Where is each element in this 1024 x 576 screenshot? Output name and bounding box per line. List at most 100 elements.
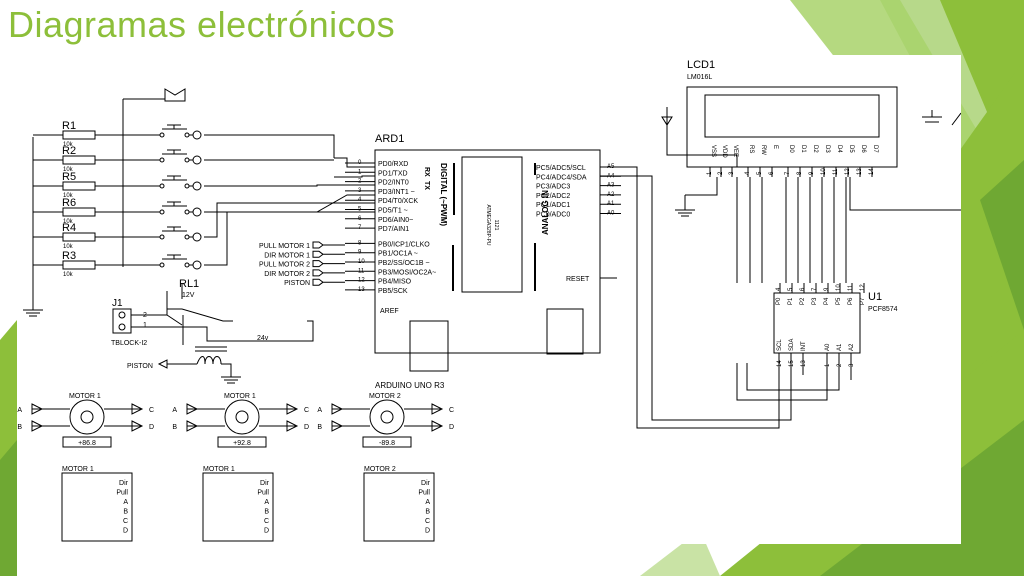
lcd-pin-name: RW bbox=[760, 145, 766, 155]
lcd-pin-number: 6 bbox=[769, 171, 775, 175]
rx-label: RX bbox=[423, 167, 430, 177]
expander-top-number: 12 bbox=[860, 284, 866, 291]
switch-contact bbox=[184, 183, 190, 189]
arduino-left-pin: PB0/ICP1/CLKO bbox=[378, 241, 430, 248]
motor-input-arrow bbox=[186, 403, 199, 432]
arduino-right-pin: PC4/ADC4/SDA bbox=[536, 174, 587, 181]
lcd-pin-name: D2 bbox=[812, 145, 818, 153]
motor-readout-box bbox=[217, 436, 267, 448]
arduino-right-pin: PC5/ADC5/SCL bbox=[536, 165, 586, 172]
controller-pin: C bbox=[264, 518, 269, 525]
controller-pin: C bbox=[425, 518, 430, 525]
arduino-left-pin: PD7/AIN1 bbox=[378, 226, 409, 233]
lcd-pin-name: VEE bbox=[732, 145, 738, 157]
controller-pin: Dir bbox=[260, 480, 270, 487]
ground-symbol bbox=[661, 107, 961, 217]
lcd-pin-name: D7 bbox=[872, 145, 878, 153]
controller-pin: B bbox=[123, 509, 128, 516]
switch-contact bbox=[159, 157, 165, 163]
arduino-left-pin: PB4/MISO bbox=[378, 279, 412, 286]
motor-symbol bbox=[224, 399, 260, 435]
lcd-pin-name: E bbox=[772, 145, 778, 149]
lcd-pin-number: 10 bbox=[821, 168, 827, 175]
arduino-left-pin: PD5/T1 ~ bbox=[378, 208, 408, 215]
controller-pin: A bbox=[264, 499, 269, 506]
resistor-ref: R6 bbox=[62, 197, 76, 209]
expander-top-number: 5 bbox=[788, 287, 794, 291]
expander-top-pin: P1 bbox=[788, 297, 794, 305]
lcd-pin-name: D3 bbox=[824, 145, 830, 153]
motor-name: MOTOR 2 bbox=[369, 393, 401, 400]
digital-label: DIGITAL (~PWM) bbox=[439, 163, 448, 226]
resistor bbox=[62, 260, 96, 270]
motor-input-arrow bbox=[131, 403, 144, 432]
lcd-pin-number: 1 bbox=[707, 171, 713, 175]
expander-bottom-pin: A0 bbox=[825, 343, 831, 351]
motor-readout-box bbox=[62, 436, 112, 448]
controller-pin: Dir bbox=[119, 480, 129, 487]
connector bbox=[192, 207, 202, 217]
lcd-pin-name: RS bbox=[748, 145, 754, 153]
expander-top-number: 6 bbox=[800, 287, 806, 291]
motor-input-arrow bbox=[31, 403, 44, 432]
motor-pin: C bbox=[449, 407, 454, 414]
controller-title: MOTOR 2 bbox=[364, 466, 396, 473]
connector bbox=[192, 260, 202, 270]
push-switch bbox=[162, 226, 187, 232]
lcd-pin-name: D0 bbox=[788, 145, 794, 153]
expander-bottom-number: 1 bbox=[825, 363, 831, 367]
controller-box bbox=[202, 472, 274, 542]
lcd-pin-name: D5 bbox=[848, 145, 854, 153]
lcd-pin-number: 13 bbox=[857, 168, 863, 175]
motor-reading: +92.8 bbox=[233, 440, 251, 447]
arduino-left-pin: PB3/MOSI/OC2A~ bbox=[378, 269, 436, 276]
motor-input-arrow bbox=[286, 403, 299, 432]
expander-bottom-pin: INT bbox=[801, 341, 807, 351]
analog-label: ANALOG IN bbox=[541, 190, 550, 235]
expander-bottom-pin: SDA bbox=[789, 339, 795, 351]
resistor bbox=[62, 130, 96, 140]
controller-box bbox=[61, 472, 133, 542]
arduino-left-pin: PD1/TXD bbox=[378, 170, 408, 177]
power-jack bbox=[546, 308, 584, 355]
switch-contact bbox=[184, 209, 190, 215]
arduino-right-pin: PC1/ADC1 bbox=[536, 202, 570, 209]
push-switch bbox=[162, 175, 187, 181]
expander-bottom-number: 13 bbox=[801, 360, 807, 367]
arduino-left-pin: PD4/T0/XCK bbox=[378, 198, 418, 205]
controller-pin: Pull bbox=[257, 490, 269, 497]
signal-label: PULL MOTOR 2 bbox=[259, 262, 310, 269]
arduino-left-pin: PD3/INT1 ~ bbox=[378, 189, 415, 196]
arduino-name: ARDUINO UNO R3 bbox=[375, 381, 445, 390]
controller-pin: D bbox=[425, 528, 430, 535]
atmega-chip bbox=[461, 156, 523, 293]
lcd-ref: LCD1 bbox=[687, 59, 715, 71]
resistor bbox=[62, 181, 96, 191]
motor-input-arrow bbox=[431, 403, 444, 432]
arduino-right-pin: PC3/ADC3 bbox=[536, 184, 570, 191]
motor-pin: C bbox=[304, 407, 309, 414]
tx-label: TX bbox=[423, 181, 430, 190]
motor-pin: B bbox=[172, 424, 177, 431]
signal-label: PISTON bbox=[284, 280, 310, 287]
controller-pin: Pull bbox=[116, 490, 128, 497]
resistor-value: 10k bbox=[63, 272, 74, 278]
resistor-value: 10k bbox=[63, 167, 74, 173]
arduino-right-pin: PC2/ADC2 bbox=[536, 193, 570, 200]
expander-top-pin: P3 bbox=[812, 297, 818, 305]
motor-pin: D bbox=[449, 424, 454, 431]
controller-pin: Dir bbox=[421, 480, 431, 487]
relay-voltage: 12V bbox=[182, 292, 195, 299]
expander-top-number: 9 bbox=[824, 287, 830, 291]
resistor-ref: R4 bbox=[62, 222, 76, 234]
signal-label: DIR MOTOR 2 bbox=[264, 271, 310, 278]
motor-pin: A bbox=[172, 407, 177, 414]
expander-bottom-number: 14 bbox=[777, 360, 783, 367]
motor-pin: A bbox=[317, 407, 322, 414]
lcd-pin-number: 8 bbox=[797, 171, 803, 175]
push-switch bbox=[162, 149, 187, 155]
motor-name: MOTOR 1 bbox=[69, 393, 101, 400]
arduino-ref: ARD1 bbox=[375, 133, 404, 145]
